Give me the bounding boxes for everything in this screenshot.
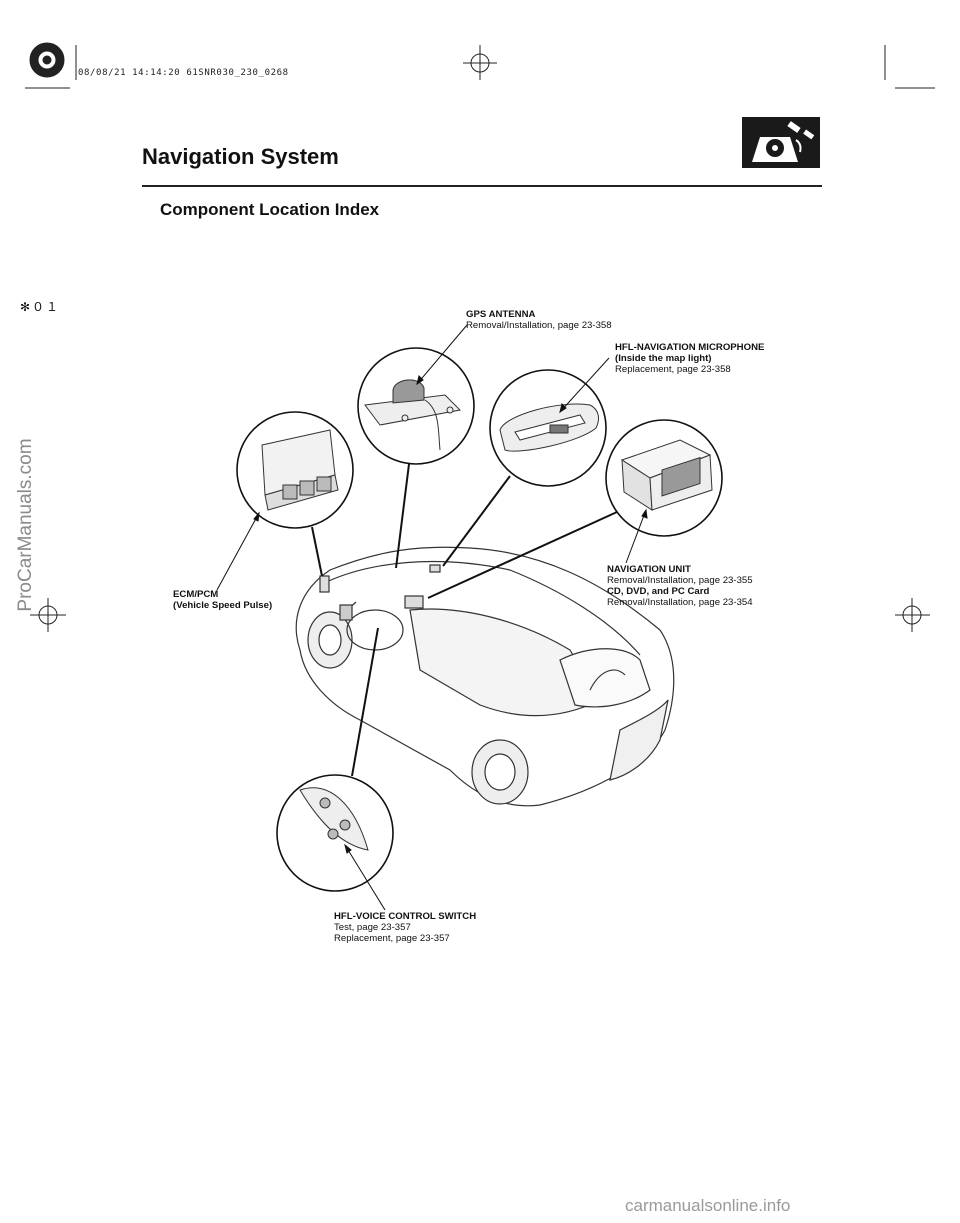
navigation-satellite-icon — [742, 117, 820, 168]
microphone-callout: HFL-NAVIGATION MICROPHONE (Inside the ma… — [615, 342, 764, 375]
microphone-label: HFL-NAVIGATION MICROPHONE — [615, 342, 765, 353]
voice-switch-detail — [299, 787, 369, 851]
ecm-pcm-detail — [261, 429, 339, 511]
gps-antenna-page-ref: Removal/Installation, page 23-358 — [466, 320, 612, 331]
navigation-unit-label: NAVIGATION UNIT — [607, 564, 691, 575]
printer-crop-marks — [25, 42, 935, 632]
print-stamp: 08/08/21 14:14:20 61SNR030_230_0268 — [78, 68, 289, 78]
ecm-pcm-sublabel: (Vehicle Speed Pulse) — [173, 600, 273, 611]
ecm-pcm-callout: ECM/PCM (Vehicle Speed Pulse) — [173, 589, 272, 611]
gps-antenna-callout: GPS ANTENNA Removal/Installation, page 2… — [466, 309, 612, 331]
page-title: Navigation System — [142, 144, 339, 169]
navigation-unit-callout: NAVIGATION UNIT Removal/Installation, pa… — [607, 564, 753, 608]
gps-antenna-detail — [364, 379, 462, 451]
voice-switch-label: HFL-VOICE CONTROL SWITCH — [334, 911, 477, 922]
sedan-illustration — [295, 546, 675, 807]
title-rule — [142, 185, 822, 187]
navigation-unit-detail — [620, 439, 713, 511]
voice-switch-replacement-ref: Replacement, page 23-357 — [334, 933, 450, 944]
gps-antenna-label: GPS ANTENNA — [466, 309, 536, 320]
microphone-detail — [499, 403, 599, 452]
ecm-pcm-label: ECM/PCM — [173, 589, 219, 600]
navigation-unit-page-ref: Removal/Installation, page 23-355 — [607, 575, 753, 586]
section-title: Component Location Index — [160, 200, 380, 219]
cd-dvd-card-page-ref: Removal/Installation, page 23-354 — [607, 597, 753, 608]
watermark-left: ProCarManuals.com — [15, 438, 36, 612]
voice-switch-callout: HFL-VOICE CONTROL SWITCH Test, page 23-3… — [334, 911, 476, 944]
watermark-bottom: carmanualsonline.info — [625, 1196, 791, 1215]
voice-switch-test-ref: Test, page 23-357 — [334, 922, 411, 933]
microphone-page-ref: Replacement, page 23-358 — [615, 364, 731, 375]
callout-pointers — [216, 324, 648, 911]
microphone-sublabel: (Inside the map light) — [615, 353, 712, 364]
cd-dvd-card-label: CD, DVD, and PC Card — [607, 586, 710, 597]
side-mark: ✻０１ — [20, 300, 61, 314]
leader-lines — [311, 463, 618, 777]
